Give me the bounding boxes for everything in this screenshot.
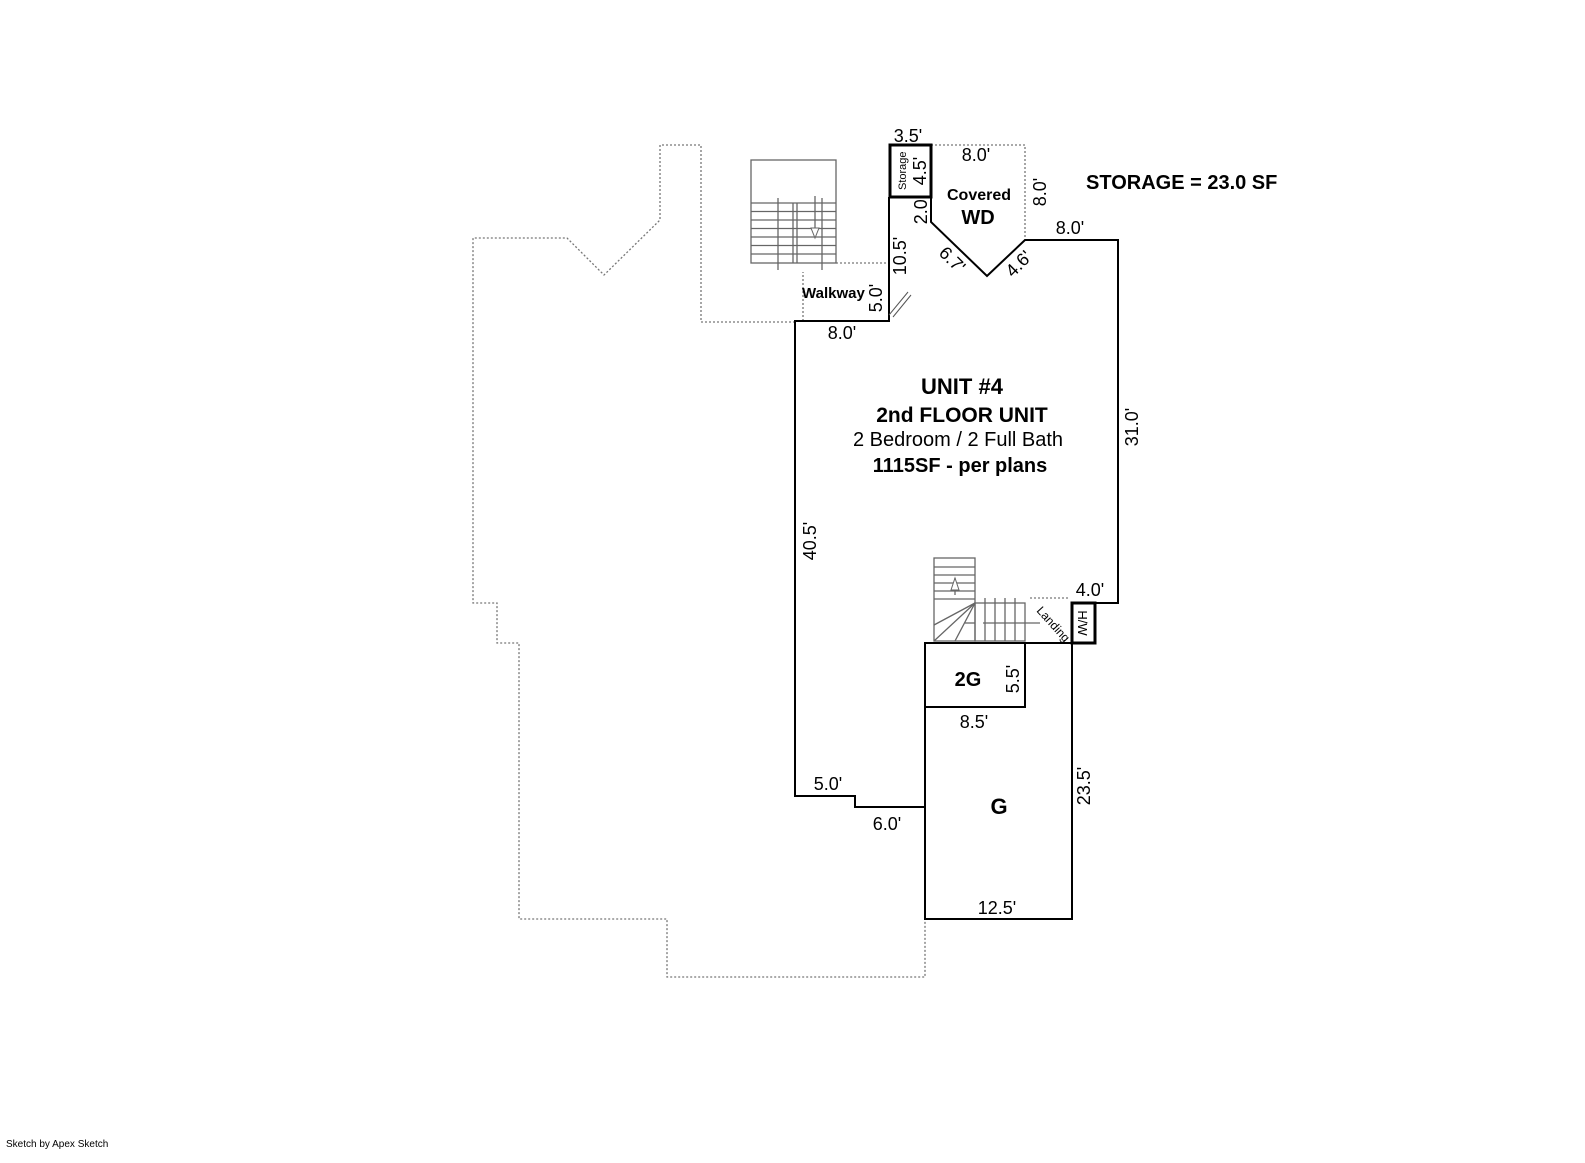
storage-label: Storage <box>897 151 909 190</box>
garage-2g <box>924 642 1026 708</box>
door-icon <box>888 291 909 316</box>
unit-floor: 2nd FLOOR UNIT <box>876 404 1048 427</box>
unit-rooms: 2 Bedroom / 2 Full Bath <box>853 429 1063 451</box>
dim-left-upper: 10.5' <box>890 237 910 275</box>
garage-2g-label: 2G <box>955 669 982 691</box>
garage-g-label: G <box>990 794 1007 819</box>
landing-label: Landing <box>1034 604 1073 645</box>
dim-wd-diag2: 4.6' <box>1002 247 1036 281</box>
wd-label: WD <box>961 207 994 229</box>
door-icon-2 <box>892 294 912 318</box>
footer-credit: Sketch by Apex Sketch <box>6 1139 109 1150</box>
walkway-label: Walkway <box>802 285 865 302</box>
unit-name: UNIT #4 <box>921 374 1004 399</box>
dim-g-bottom: 12.5' <box>978 898 1016 918</box>
dim-wd-diag1: 6.7' <box>935 243 969 277</box>
interior-stairs <box>933 557 1040 642</box>
wd-outline <box>931 144 1026 240</box>
dim-walkway-bottom: 8.0' <box>828 323 856 343</box>
dim-2g-side: 5.5' <box>1003 665 1023 693</box>
garage-g <box>924 643 1073 920</box>
wd-wall <box>930 197 1119 604</box>
dim-g-side: 23.5' <box>1074 767 1094 805</box>
storage-room <box>888 143 933 199</box>
dim-step-top: 5.0' <box>814 774 842 794</box>
dim-top-right: 8.0' <box>1056 218 1084 238</box>
dim-hw-top: 4.0' <box>1076 580 1104 600</box>
arrow-down-icon <box>810 227 820 240</box>
dim-wd-top: 8.0' <box>962 145 990 165</box>
exterior-stairs <box>750 159 837 270</box>
dim-wd-short: 2.0' <box>911 196 931 224</box>
hw-closet <box>1070 601 1097 645</box>
dim-walkway-side: 5.0' <box>866 284 886 312</box>
unit-area: 1115SF - per plans <box>873 455 1048 477</box>
dim-storage-side: 4.5' <box>910 157 930 185</box>
dim-wd-right: 8.0' <box>1030 178 1050 206</box>
dim-2g-bottom: 8.5' <box>960 712 988 732</box>
dimension-labels: 3.5' 4.5' 8.0' 8.0' 2.0' 6.7' 4.6' 8.0' … <box>800 126 1142 918</box>
dim-step-bottom: 6.0' <box>873 814 901 834</box>
dim-right: 31.0' <box>1122 408 1142 446</box>
unit-outline <box>794 197 925 808</box>
neighbor-outline <box>472 144 926 978</box>
hw-label: H/W <box>1075 610 1090 636</box>
arrow-up-icon <box>950 576 960 591</box>
storage-total: STORAGE = 23.0 SF <box>1086 172 1277 194</box>
dim-storage-top: 3.5' <box>894 126 922 146</box>
covered-label: Covered <box>947 187 1011 204</box>
dim-left: 40.5' <box>800 522 820 560</box>
